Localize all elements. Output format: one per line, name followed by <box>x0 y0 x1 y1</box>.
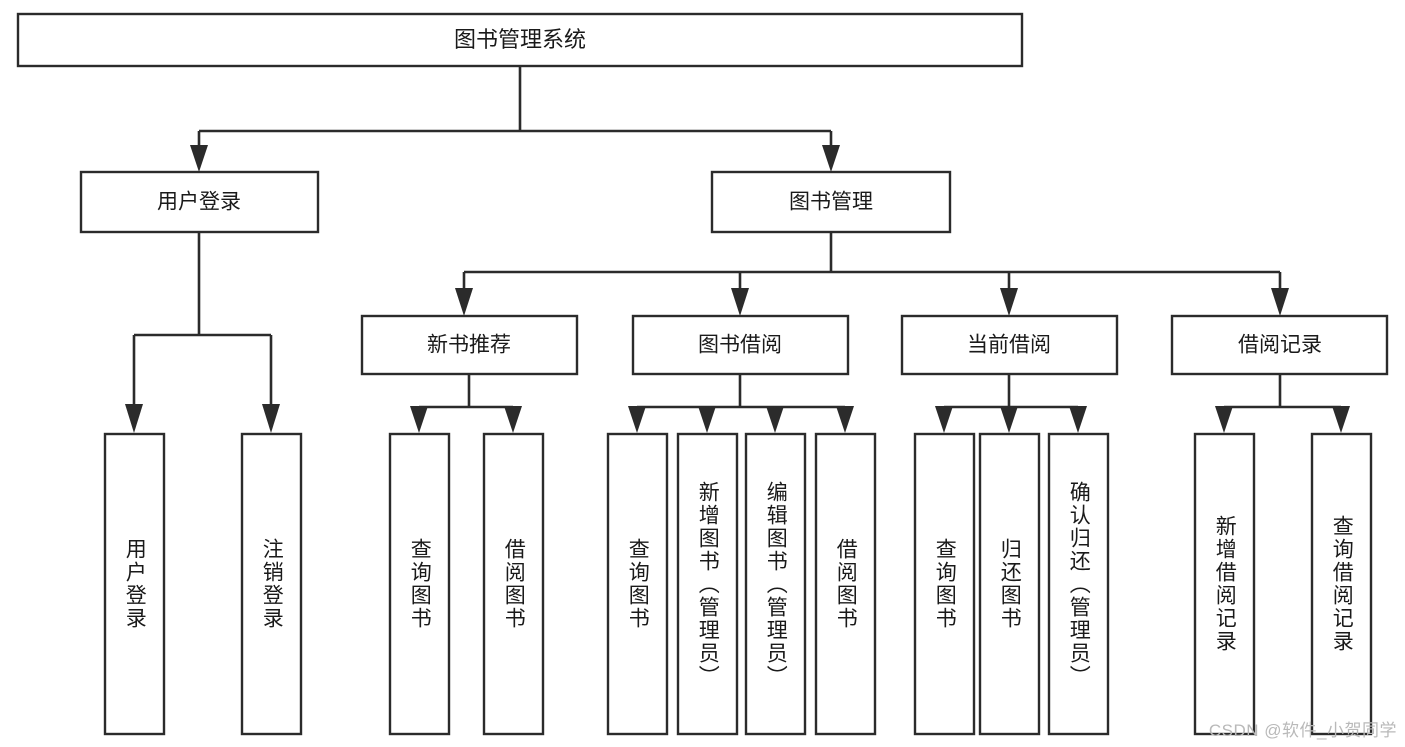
leaf-box-cb-query-book[interactable] <box>913 432 976 736</box>
arrow-head-cb-return <box>1000 406 1018 433</box>
arrow-head-nb-borrow <box>504 406 522 433</box>
leaf-box-br-query-record[interactable] <box>1310 432 1373 736</box>
connectors-user-login-to-leaves <box>125 232 280 433</box>
connectors-current-borrow-to-leaves <box>935 374 1087 433</box>
leaf-box-bb-query-book[interactable] <box>606 432 669 736</box>
leaf-boxes-current-borrow <box>913 432 1110 736</box>
arrow-head-bb-add <box>698 406 716 433</box>
arrow-head-br-query <box>1332 406 1350 433</box>
leaf-boxes-borrow-record <box>1193 432 1373 736</box>
leaf-box-bb-add-book[interactable] <box>676 432 739 736</box>
arrow-head-bb-borrow <box>836 406 854 433</box>
leaf-boxes-user-login <box>103 432 303 736</box>
leaf-box-cb-return-book[interactable] <box>978 432 1041 736</box>
node-book-management-box[interactable] <box>710 170 952 234</box>
node-book-management-label: 图书管理 <box>789 191 873 214</box>
node-borrow-record[interactable]: 借阅记录 <box>1170 314 1389 376</box>
arrow-head-leaf-user-login <box>125 404 143 433</box>
node-borrow-record-box[interactable] <box>1170 314 1389 376</box>
arrow-head-book-borrow <box>731 288 749 316</box>
leaf-box-logout[interactable] <box>240 432 303 736</box>
arrow-head-bb-query <box>628 406 646 433</box>
node-current-borrow[interactable]: 当前借阅 <box>900 314 1119 376</box>
leaf-box-nb-query-book[interactable] <box>388 432 451 736</box>
arrow-head-book-mgmt <box>822 145 840 172</box>
arrow-head-bb-edit <box>766 406 784 433</box>
connectors-book-borrow-to-leaves <box>628 374 854 433</box>
node-book-borrow[interactable]: 图书借阅 <box>631 314 850 376</box>
connectors-borrow-record-to-leaves <box>1215 374 1350 433</box>
node-user-login[interactable]: 用户登录 <box>79 170 320 234</box>
arrow-head-nb-query <box>410 406 428 433</box>
node-book-management[interactable]: 图书管理 <box>710 170 952 234</box>
arrow-head-user-login <box>190 145 208 172</box>
connectors-new-book-to-leaves <box>410 374 522 433</box>
leaf-box-user-login[interactable] <box>103 432 166 736</box>
node-new-book-recommend[interactable]: 新书推荐 <box>360 314 579 376</box>
arrow-head-current-borrow <box>1000 288 1018 316</box>
leaf-box-bb-borrow-book[interactable] <box>814 432 877 736</box>
arrow-head-cb-confirm <box>1069 406 1087 433</box>
node-borrow-record-label: 借阅记录 <box>1238 334 1322 357</box>
node-book-borrow-label: 图书借阅 <box>698 334 782 357</box>
node-user-login-box[interactable] <box>79 170 320 234</box>
node-book-borrow-box[interactable] <box>631 314 850 376</box>
connectors-book-mgmt-to-level3 <box>455 232 1289 316</box>
node-current-borrow-label: 当前借阅 <box>967 334 1051 357</box>
arrow-head-new-book <box>455 288 473 316</box>
node-new-book-recommend-label: 新书推荐 <box>427 334 511 357</box>
arrow-head-leaf-logout <box>262 404 280 433</box>
leaf-box-cb-confirm-return[interactable] <box>1047 432 1110 736</box>
node-user-login-label: 用户登录 <box>157 191 241 214</box>
connectors-root-to-level2 <box>190 66 840 172</box>
node-root[interactable]: 图书管理系统 <box>16 12 1024 68</box>
node-root-label: 图书管理系统 <box>454 27 586 52</box>
watermark-text: CSDN @软件_小贺同学 <box>1208 721 1397 740</box>
node-root-box[interactable] <box>16 12 1024 68</box>
leaf-boxes-book-borrow <box>606 432 877 736</box>
leaf-boxes-new-book-recommend <box>388 432 545 736</box>
arrow-head-br-add <box>1215 406 1233 433</box>
arrow-head-cb-query <box>935 406 953 433</box>
leaf-box-bb-edit-book[interactable] <box>744 432 807 736</box>
leaf-box-nb-borrow-book[interactable] <box>482 432 545 736</box>
node-current-borrow-box[interactable] <box>900 314 1119 376</box>
node-new-book-recommend-box[interactable] <box>360 314 579 376</box>
leaf-box-br-add-record[interactable] <box>1193 432 1256 736</box>
arrow-head-borrow-record <box>1271 288 1289 316</box>
